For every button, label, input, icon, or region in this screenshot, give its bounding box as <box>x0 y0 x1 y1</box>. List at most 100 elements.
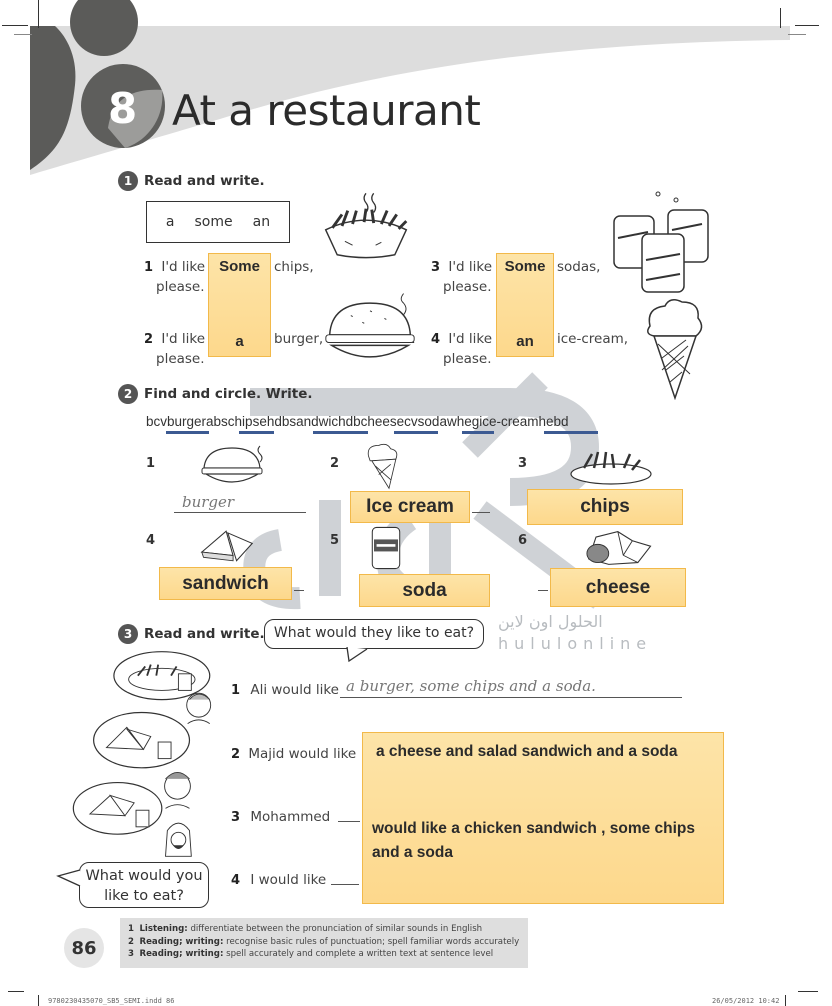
chapter-header-decoration <box>30 0 790 175</box>
question-number: 1 <box>231 683 241 698</box>
sandwich-icon <box>200 530 254 562</box>
s1-question-2: 2 I'd like <box>144 329 206 350</box>
speech-bubble-tail <box>346 647 368 663</box>
you-speech-bubble: What would you like to eat? <box>79 862 209 908</box>
page-title: At a restaurant <box>172 86 481 135</box>
crop-mark <box>2 25 28 26</box>
word-bank-item: an <box>252 214 271 230</box>
crop-mark <box>38 995 39 1006</box>
s3-item-2: 2 Majid would like <box>231 744 356 765</box>
question-number: 2 <box>144 332 154 347</box>
answer-text-s1-q2: a <box>235 333 244 350</box>
section3-badge: 3 <box>118 624 138 644</box>
circled-word-chips <box>239 431 274 434</box>
s3-item-3: 3 Mohammed <box>231 807 330 828</box>
crop-mark <box>14 34 32 35</box>
question-number: 3 <box>431 260 441 275</box>
objective-number: 2 <box>128 936 134 947</box>
word-bank-item: a <box>165 214 175 230</box>
section2-title: Find and circle. Write. <box>144 386 313 402</box>
s1-question-1: 1 I'd like <box>144 257 206 278</box>
question-suffix: burger, <box>274 331 324 347</box>
objective-number: 3 <box>128 949 134 960</box>
objective-skill: Reading; writing: <box>139 949 224 960</box>
watermark-latin: hululonline <box>498 634 653 653</box>
crop-mark <box>8 991 24 992</box>
answer-text: Ice cream <box>366 496 454 517</box>
question-number: 4 <box>231 873 241 888</box>
objective-text: recognise basic rules of punctuation; sp… <box>226 936 520 947</box>
question-number: 1 <box>144 260 154 275</box>
crop-mark <box>38 0 39 28</box>
soda-can-icon <box>371 526 401 570</box>
objective-row: 3 Reading; writing: spell accurately and… <box>128 948 528 961</box>
question-line2: please. <box>443 351 492 367</box>
question-prompt: Majid would like <box>248 746 357 762</box>
question-prompt: I would like <box>250 872 327 888</box>
s2-item-number: 4 <box>146 533 156 548</box>
section3-title: Read and write. <box>144 626 265 642</box>
answer-line <box>174 512 306 513</box>
question-prefix: I'd like <box>161 331 206 347</box>
ice-cream-illustration <box>647 299 703 400</box>
question-prefix: I'd like <box>161 259 206 275</box>
page-number: 86 <box>64 928 104 968</box>
answer-box-s1-q1-2[interactable]: Some a <box>208 253 271 357</box>
answer-box-s2-item-5[interactable]: soda <box>359 574 490 607</box>
s1-question-3: 3 I'd like <box>431 257 493 278</box>
answer-text: soda <box>402 579 447 601</box>
answer-line <box>538 590 548 591</box>
printed-answer: a burger, some chips and a soda. <box>346 677 596 695</box>
s2-item-number: 3 <box>518 456 528 471</box>
question-line2: please. <box>156 351 205 367</box>
circled-word-burger <box>166 431 209 434</box>
question-suffix: sodas, <box>557 259 601 275</box>
answer-text-majid: a cheese and salad sandwich and a soda <box>376 743 678 760</box>
children-thinking-illustration <box>72 651 212 857</box>
answer-line <box>294 590 304 591</box>
burger-illustration <box>325 293 415 358</box>
s3-item-4: 4 I would like <box>231 870 326 891</box>
objective-row: 1 Listening: differentiate between the p… <box>128 923 528 936</box>
answer-text: cheese <box>585 576 651 598</box>
section1-title: Read and write. <box>144 173 265 189</box>
burger-icon <box>201 445 263 483</box>
section1-heading: 1 Read and write. <box>118 171 265 191</box>
s2-item-number: 1 <box>146 456 156 471</box>
word-bank-item: some <box>194 214 233 230</box>
printed-answer: burger <box>182 493 235 511</box>
s2-item-number: 6 <box>518 533 528 548</box>
answer-box-s3-items-2-4[interactable]: a cheese and salad sandwich and a soda w… <box>362 732 724 904</box>
question-prompt: Ali would like <box>250 682 339 698</box>
cheese-icon <box>586 531 652 565</box>
answer-box-s2-item-6[interactable]: cheese <box>550 568 686 607</box>
answer-text-s1-q1: Some <box>219 258 260 275</box>
objective-skill: Reading; writing: <box>139 936 224 947</box>
question-number: 4 <box>431 332 441 347</box>
s2-item-number: 2 <box>330 456 340 471</box>
objective-skill: Listening: <box>139 924 188 934</box>
answer-text: chips <box>580 496 630 517</box>
answer-box-s2-item-2[interactable]: Ice cream <box>350 491 470 523</box>
circled-word-soda <box>462 431 494 434</box>
crop-mark <box>788 34 806 35</box>
answer-line <box>340 697 682 698</box>
learning-objectives: 1 Listening: differentiate between the p… <box>120 918 528 968</box>
answer-text-mohammed-line1: would like a chicken sandwich , some chi… <box>372 820 696 837</box>
circled-word-cheese <box>394 431 438 434</box>
question-line2: please. <box>443 279 492 295</box>
objective-text: spell accurately and complete a written … <box>226 949 494 960</box>
answer-line <box>338 821 360 822</box>
crop-mark <box>785 995 786 1006</box>
question-number: 3 <box>231 810 241 825</box>
ice-cream-icon <box>367 443 398 490</box>
circled-word-ice-cream <box>544 431 598 434</box>
answer-box-s2-item-4[interactable]: sandwich <box>159 567 292 600</box>
question-prefix: I'd like <box>448 331 493 347</box>
answer-box-s1-q3-4[interactable]: Some an <box>496 253 554 357</box>
crop-mark <box>780 8 781 28</box>
section3-heading: 3 Read and write. <box>118 624 265 644</box>
crop-mark <box>795 25 819 26</box>
answer-box-s2-item-3[interactable]: chips <box>527 489 683 525</box>
word-bank: a some an <box>146 201 290 243</box>
